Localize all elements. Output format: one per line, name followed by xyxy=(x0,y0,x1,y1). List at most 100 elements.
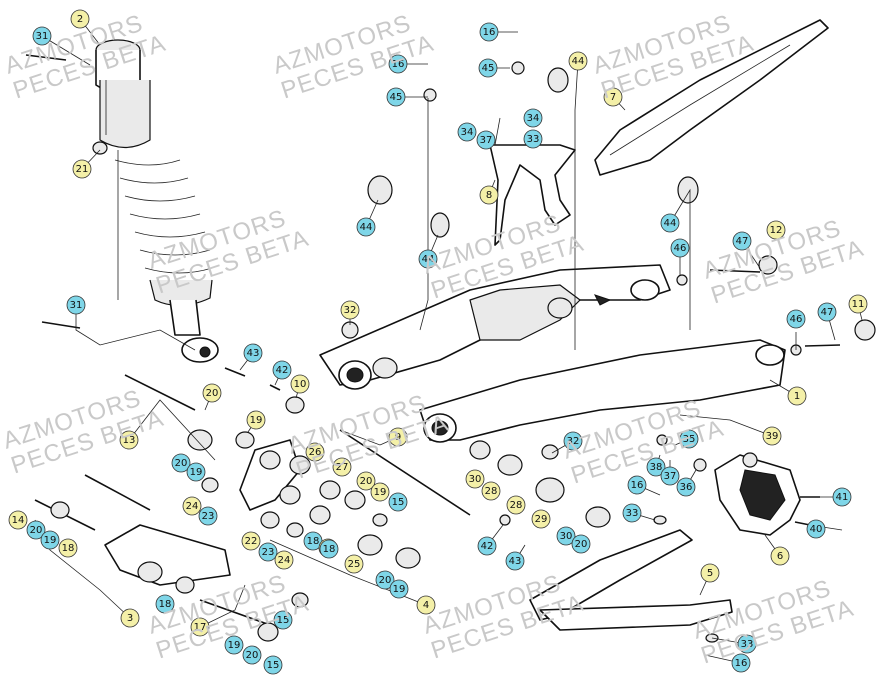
callout-bubble xyxy=(679,429,699,449)
callout-28: 28 xyxy=(481,481,501,501)
callout-44: 44 xyxy=(418,249,438,269)
callout-41: 41 xyxy=(832,487,852,507)
callout-35: 35 xyxy=(679,429,699,449)
callout-20: 20 xyxy=(242,645,262,665)
callout-bubble xyxy=(370,482,390,502)
callout-9: 9 xyxy=(388,427,408,447)
callout-25: 25 xyxy=(344,554,364,574)
callout-number: 47 xyxy=(736,236,749,247)
callout-number: 44 xyxy=(422,254,435,265)
callout-bubble xyxy=(479,185,499,205)
callout-number: 24 xyxy=(278,555,291,566)
callout-11: 11 xyxy=(848,294,868,314)
callout-37: 37 xyxy=(476,130,496,150)
callout-bubble xyxy=(344,554,364,574)
callout-bubble xyxy=(787,386,807,406)
callout-bubble xyxy=(622,503,642,523)
callout-number: 24 xyxy=(186,501,199,512)
callout-bubble xyxy=(817,302,837,322)
linkage xyxy=(25,54,841,642)
callout-bubble xyxy=(243,343,263,363)
callout-bubble xyxy=(786,309,806,329)
callout-number: 18 xyxy=(307,536,320,547)
callout-bubble xyxy=(670,238,690,258)
callout-bubble xyxy=(418,249,438,269)
callout-5: 5 xyxy=(700,563,720,583)
callout-33: 33 xyxy=(523,129,543,149)
callout-number: 23 xyxy=(202,511,215,522)
callout-bubble xyxy=(531,509,551,529)
callout-15: 15 xyxy=(263,655,283,675)
callout-bubble xyxy=(737,634,757,654)
callout-bubble xyxy=(568,51,588,71)
callout-number: 47 xyxy=(821,307,834,318)
bracket xyxy=(489,144,576,246)
callout-46: 46 xyxy=(670,238,690,258)
callout-number: 25 xyxy=(348,559,361,570)
callout-number: 7 xyxy=(610,92,616,103)
callout-number: 37 xyxy=(664,471,677,482)
callout-15: 15 xyxy=(388,492,408,512)
callout-31: 31 xyxy=(32,26,52,46)
callout-29: 29 xyxy=(531,509,551,529)
callout-number: 20 xyxy=(30,525,43,536)
callout-43: 43 xyxy=(505,551,525,571)
callout-number: 13 xyxy=(123,435,136,446)
callout-bubble xyxy=(676,477,696,497)
callout-bubble xyxy=(478,58,498,78)
callout-16: 16 xyxy=(388,54,408,74)
callout-43: 43 xyxy=(243,343,263,363)
callout-bubble xyxy=(766,220,786,240)
callout-number: 15 xyxy=(267,660,280,671)
callout-number: 10 xyxy=(294,379,307,390)
callout-14: 14 xyxy=(8,510,28,530)
callout-bubble xyxy=(70,9,90,29)
callout-number: 2 xyxy=(77,14,83,25)
callout-number: 37 xyxy=(480,135,493,146)
callout-bubble xyxy=(386,87,406,107)
callout-20: 20 xyxy=(202,383,222,403)
callout-number: 45 xyxy=(482,63,495,74)
callout-39: 39 xyxy=(762,426,782,446)
callout-number: 16 xyxy=(735,658,748,669)
callout-bubble xyxy=(762,426,782,446)
callout-28: 28 xyxy=(506,495,526,515)
callout-bubble xyxy=(731,653,751,673)
callout-bubble xyxy=(389,579,409,599)
callout-bubble xyxy=(416,595,436,615)
callout-bubble xyxy=(242,645,262,665)
callout-24: 24 xyxy=(274,550,294,570)
callout-bubble xyxy=(263,655,283,675)
callout-bubble xyxy=(274,550,294,570)
callout-number: 26 xyxy=(309,447,322,458)
callout-30: 30 xyxy=(556,526,576,546)
callout-45: 45 xyxy=(386,87,406,107)
callout-34: 34 xyxy=(457,122,477,142)
callout-number: 36 xyxy=(680,482,693,493)
callout-bubble xyxy=(332,457,352,477)
callout-16: 16 xyxy=(479,22,499,42)
callout-16: 16 xyxy=(731,653,751,673)
callout-number: 39 xyxy=(766,431,779,442)
callout-number: 5 xyxy=(707,568,713,579)
callout-27: 27 xyxy=(332,457,352,477)
swingarm xyxy=(319,264,786,443)
callout-31: 31 xyxy=(66,295,86,315)
callout-bubble xyxy=(660,466,680,486)
callout-19: 19 xyxy=(389,579,409,599)
callout-4: 4 xyxy=(416,595,436,615)
callout-bubble xyxy=(770,546,790,566)
callout-bubble xyxy=(258,542,278,562)
callout-bubble xyxy=(40,530,60,550)
callout-number: 19 xyxy=(374,487,387,498)
callout-24: 24 xyxy=(182,496,202,516)
callout-bubble xyxy=(202,383,222,403)
callout-number: 20 xyxy=(175,458,188,469)
callout-bubble xyxy=(32,26,52,46)
callout-18: 18 xyxy=(319,539,339,559)
callout-number: 44 xyxy=(572,56,585,67)
callout-47: 47 xyxy=(817,302,837,322)
callout-bubble xyxy=(272,360,292,380)
callout-bubble xyxy=(571,534,591,554)
callout-number: 33 xyxy=(527,134,540,145)
